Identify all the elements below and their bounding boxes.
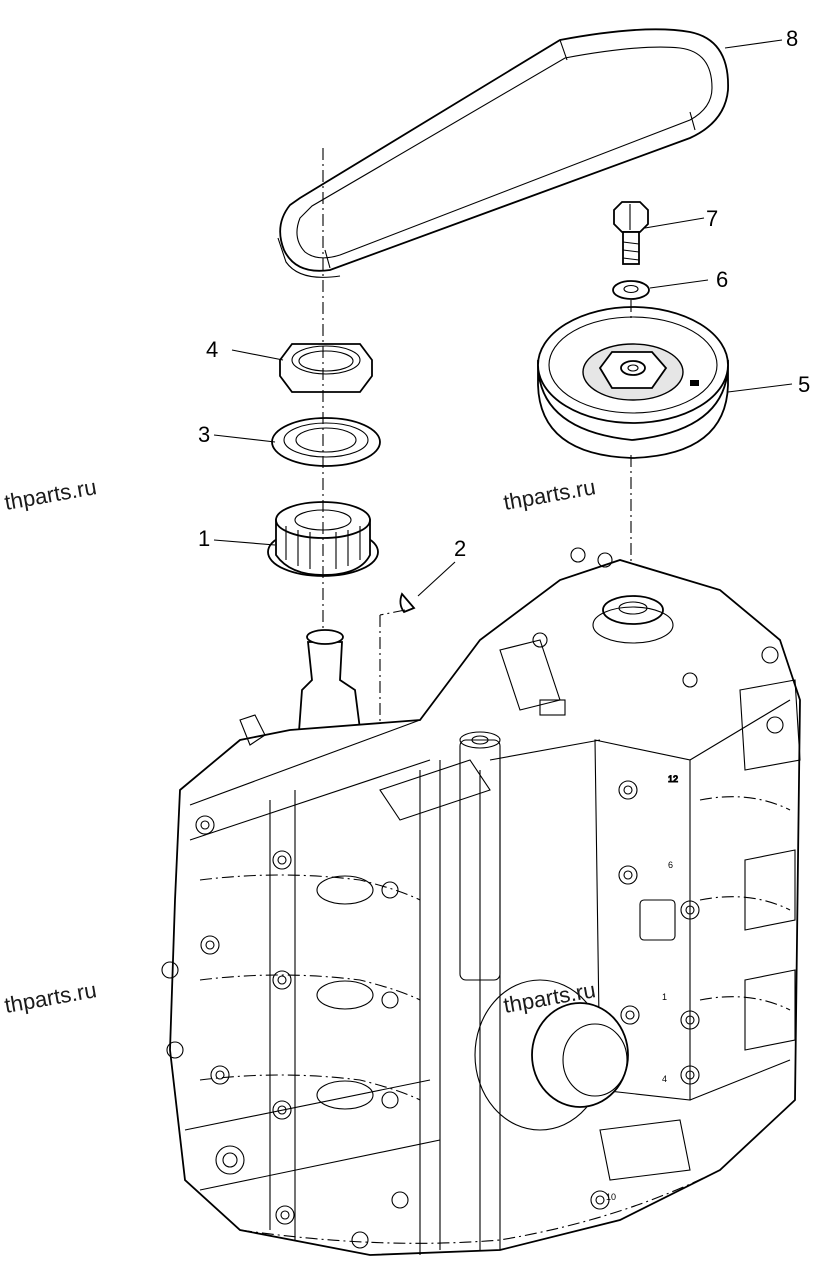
plate-washer <box>271 417 381 467</box>
block-mark: 10 <box>606 1192 616 1202</box>
callout-8: 8 <box>786 26 798 51</box>
block-mark: 1 <box>662 992 667 1002</box>
bolt <box>613 201 649 265</box>
oil-filler-cap <box>474 979 629 1131</box>
callout-2: 2 <box>454 536 466 561</box>
watermark: thparts.ru <box>502 474 598 515</box>
flange-nut <box>279 343 373 393</box>
callout-5: 5 <box>798 372 810 397</box>
timing-belt <box>277 28 729 278</box>
callout-7: 7 <box>706 206 718 231</box>
callout-6: 6 <box>716 267 728 292</box>
washer <box>612 280 650 300</box>
watermark: thparts.ru <box>3 474 99 515</box>
callout-4: 4 <box>206 337 218 362</box>
callout-1: 1 <box>198 526 210 551</box>
camshaft-pulley <box>537 306 729 459</box>
block-mark: 12 <box>668 774 678 784</box>
block-markings: 12 6 1 4 10 <box>606 773 679 1202</box>
callout-3: 3 <box>198 422 210 447</box>
callouts: 1 2 3 4 5 6 7 8 <box>198 26 810 561</box>
leader-lines <box>213 39 793 597</box>
block-mark: 6 <box>668 860 673 870</box>
watermark: thparts.ru <box>3 977 99 1018</box>
engine-block <box>161 547 801 1256</box>
woodruff-key <box>399 592 416 614</box>
block-mark: 4 <box>662 1074 667 1084</box>
